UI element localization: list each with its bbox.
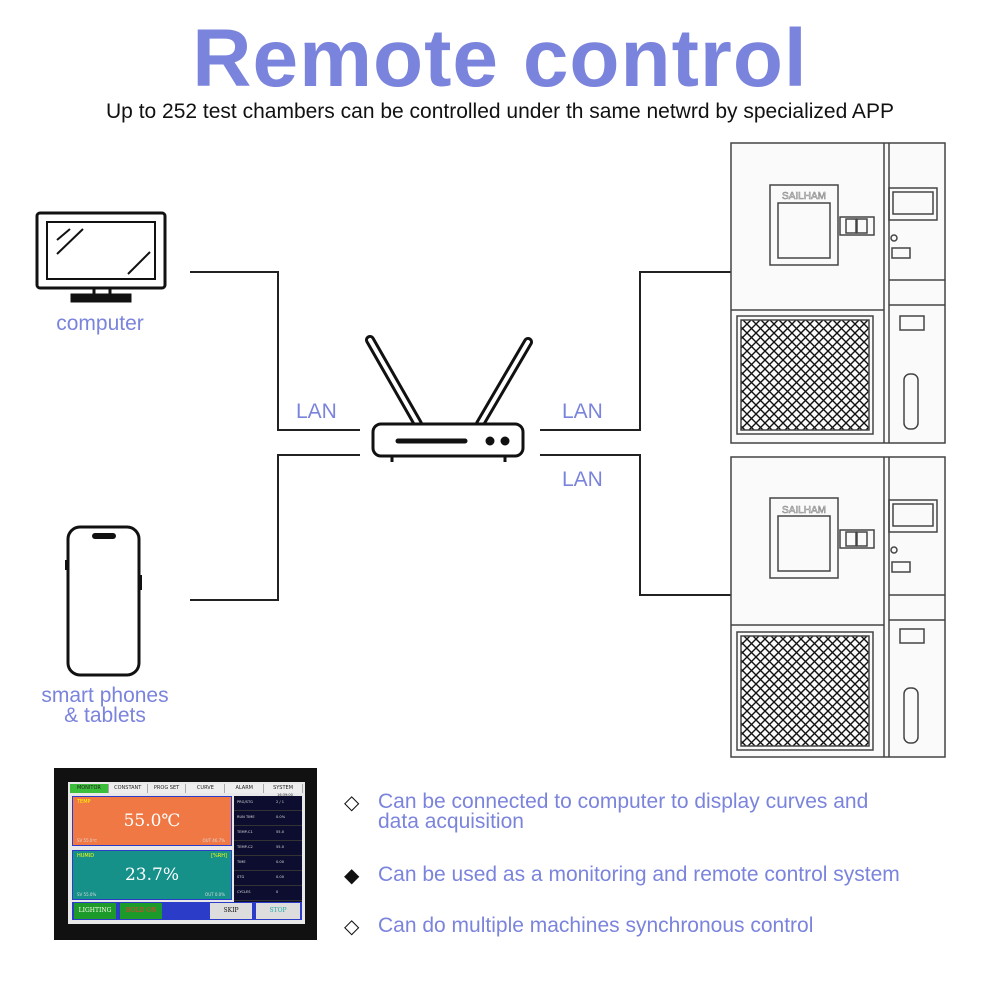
chamber-top-brand: SAILHAM: [782, 191, 826, 202]
page-subtitle: Up to 252 test chambers can be controlle…: [106, 100, 894, 123]
computer-icon: [35, 211, 167, 303]
status-row: STG 0.00: [234, 871, 302, 886]
status-row: CYCLES 0: [234, 886, 302, 901]
chamber-bottom-brand: SAILHAM: [782, 505, 826, 516]
status-value: 0.00: [276, 875, 285, 879]
humid-sv: SV 55.0%: [77, 892, 97, 897]
temp-sv: SV 55.0℃: [77, 838, 97, 843]
computer-label: computer: [56, 312, 144, 335]
status-key: TIME: [237, 860, 246, 864]
line-phone-router: [190, 454, 360, 601]
feature-text: Can be used as a monitoring and remote c…: [378, 863, 958, 886]
temp-card: TEMP 55.0℃ SV 55.0℃ OUT 46.7%: [72, 796, 232, 846]
temp-label: TEMP: [77, 799, 91, 805]
status-key: PRG/STG: [237, 800, 253, 804]
status-value: 55.0: [276, 845, 285, 849]
phone-label-line2: & tablets: [64, 704, 146, 727]
status-row: TEMP-C1 55.0: [234, 826, 302, 841]
phone-label-line1: smart phones: [41, 684, 169, 707]
status-sidebar: PRG/STG 2 / 1 RUN TIME 0.0% TEMP-C1 55.0 TE…: [234, 796, 302, 906]
humid-label: HUMID: [77, 853, 95, 859]
hold-on-button[interactable]: HOLD ON: [120, 903, 162, 919]
feature-text-line: Can be connected to computer to display …: [378, 790, 869, 813]
line-computer-router: [190, 271, 360, 431]
lan-label-chamber-bottom: LAN: [562, 468, 603, 491]
tab-alarm[interactable]: ALARM: [225, 784, 265, 793]
temp-value: 55.0℃: [123, 811, 181, 831]
tab-constant[interactable]: CONSTANT: [108, 784, 148, 793]
status-row: TEMP-C2 55.0: [234, 841, 302, 856]
lan-label-computer: LAN: [296, 400, 337, 423]
connection-lines: [190, 271, 732, 601]
router-icon: [365, 335, 533, 462]
lan-label-chamber-top: LAN: [562, 400, 603, 423]
panel-button-row: LIGHTING HOLD ON SKIP STOP: [72, 902, 302, 920]
line-router-chamber-top: [540, 271, 732, 431]
test-chamber-bottom-icon: [730, 456, 946, 758]
feature-bullet: ◇: [344, 792, 360, 814]
phone-label: smart phones & tablets: [20, 684, 190, 727]
lighting-button[interactable]: LIGHTING: [74, 903, 116, 919]
status-row: TIME 0.00: [234, 856, 302, 871]
stop-button[interactable]: STOP: [256, 903, 300, 919]
humid-badge: [%RH]: [211, 853, 227, 859]
feature-item: ◇ Can do multiple machines synchronous c…: [344, 914, 984, 938]
status-key: TEMP-C1: [237, 830, 253, 834]
temp-out: OUT 46.7%: [202, 838, 226, 843]
tab-system[interactable]: SYSTEM: [264, 784, 303, 793]
feature-text-line: Can be used as a monitoring and remote c…: [378, 863, 900, 886]
panel-tabs: MONITOR CONSTANT PROG SET CURVE ALARM SY…: [70, 784, 303, 793]
feature-item: ◇ Can be connected to computer to displa…: [344, 790, 984, 833]
status-key: TEMP-C2: [237, 845, 253, 849]
panel-time: 16:39:00: [277, 793, 293, 797]
humid-value: 23.7%: [124, 865, 179, 885]
smartphone-icon: [65, 525, 142, 677]
status-row: PRG/STG 2 / 1: [234, 796, 302, 811]
page-title: Remote control: [192, 13, 808, 104]
feature-text: Can do multiple machines synchronous con…: [378, 914, 958, 937]
status-key: RUN TIME: [237, 815, 255, 819]
status-value: 0: [276, 890, 279, 894]
skip-button[interactable]: SKIP: [210, 903, 252, 919]
status-key: STG: [237, 875, 245, 879]
panel-display: MONITOR CONSTANT PROG SET CURVE ALARM SY…: [68, 782, 305, 924]
feature-bullet: ◆: [344, 865, 360, 887]
humid-card: HUMID [%RH] 23.7% SV 55.0% OUT 0.0%: [72, 850, 232, 900]
tab-prog-set[interactable]: PROG SET: [147, 784, 187, 793]
feature-item: ◆ Can be used as a monitoring and remote…: [344, 863, 984, 887]
status-key: CYCLES: [237, 890, 251, 894]
status-value: 0.0%: [276, 815, 286, 819]
tab-curve[interactable]: CURVE: [186, 784, 226, 793]
humid-out: OUT 0.0%: [205, 892, 225, 897]
status-row: RUN TIME 0.0%: [234, 811, 302, 826]
feature-text: Can be connected to computer to display …: [378, 790, 958, 833]
feature-text-line: Can do multiple machines synchronous con…: [378, 914, 814, 937]
tab-monitor[interactable]: MONITOR: [70, 784, 109, 793]
status-value: 55.0: [276, 830, 285, 834]
status-value: 2 / 1: [276, 800, 285, 804]
control-panel-screen: MONITOR CONSTANT PROG SET CURVE ALARM SY…: [54, 768, 317, 940]
status-value: 0.00: [276, 860, 285, 864]
feature-text-line: data acquisition: [378, 810, 524, 833]
feature-bullet: ◇: [344, 916, 360, 938]
line-router-chamber-bottom: [540, 454, 732, 596]
test-chamber-top-icon: [730, 142, 946, 444]
